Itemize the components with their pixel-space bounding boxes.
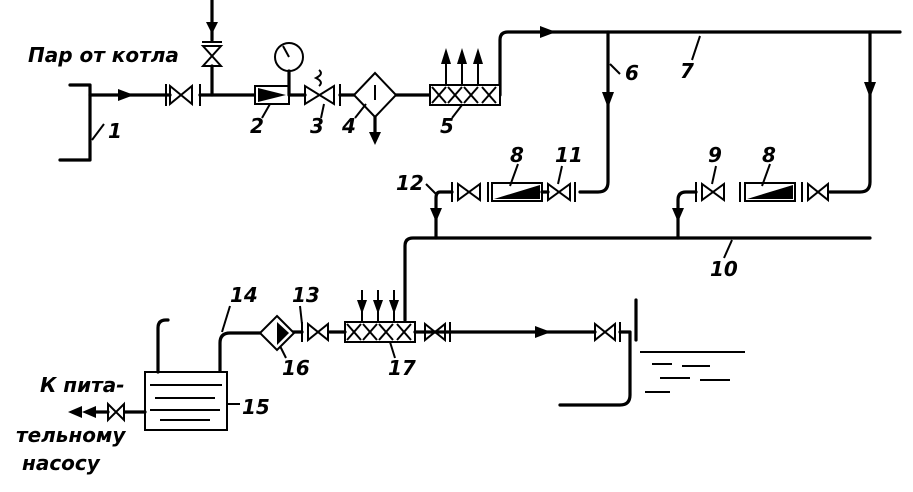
to-feed-pump-label-2: тельному [16,423,126,447]
feed-tank-15 [144,318,228,431]
separator-4 [352,71,398,145]
callout-1: 1 [108,119,122,143]
callout-13: 13 [292,283,320,307]
callout-5: 5 [440,114,454,138]
filter-16 [218,314,296,377]
callout-numbers: 1 2 3 4 5 6 7 8 11 12 9 8 10 14 13 16 17… [91,35,776,419]
discharge-line [413,321,632,407]
callout-10: 10 [710,257,738,281]
branch-pipe-6 [578,30,614,194]
pressure-gauge-icon [274,42,304,97]
callout-17: 17 [388,356,416,380]
trap-group-right [672,181,829,240]
valve-13 [288,321,347,343]
steam-from-boiler-label: Пар от котла [28,43,179,67]
flow-arrow-steam [118,89,134,101]
flow-arrow-header [540,26,556,38]
callout-12: 12 [396,171,424,195]
to-feed-pump-label-1: К пита- [40,373,125,397]
heat-exchanger-5 [429,48,501,106]
boiler-inlet-bracket [58,83,92,162]
callout-8-left: 8 [510,143,524,167]
to-feed-pump-label-3: насосу [22,451,101,475]
callout-9: 9 [708,143,722,167]
condensate-collector-10 [403,236,872,322]
flow-meter-2 [254,85,290,105]
vent-valve [200,0,224,97]
callout-3: 3 [310,114,324,138]
callout-6: 6 [625,61,639,85]
callout-4: 4 [341,114,356,138]
water-reservoir [634,298,745,393]
branch-pipe-right [828,30,876,194]
safety-valve-3 [304,69,341,106]
feed-pump-outlet [68,401,147,423]
inlet-valve [165,83,201,107]
callout-7: 7 [680,59,694,83]
callout-14: 14 [230,283,258,307]
callout-2: 2 [250,114,264,138]
callout-16: 16 [282,356,310,380]
callout-15: 15 [242,395,270,419]
callout-11: 11 [555,143,583,167]
callout-8-right: 8 [762,143,776,167]
trap-group-left [430,182,576,240]
